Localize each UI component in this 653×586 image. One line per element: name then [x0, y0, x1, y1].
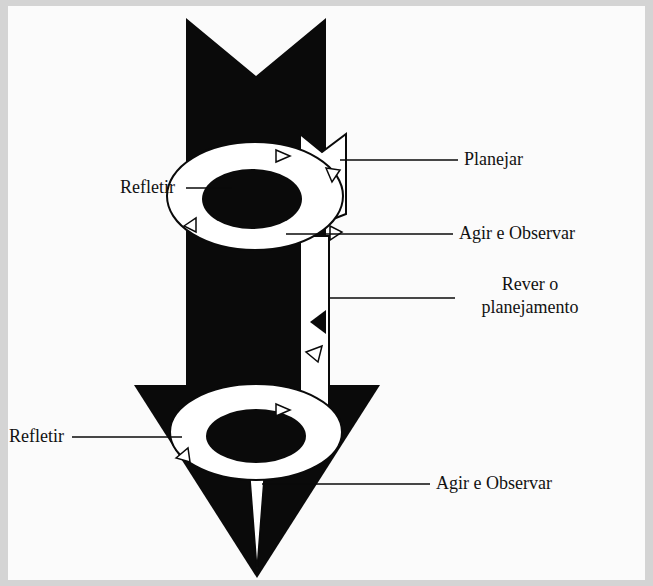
upper-ring-hole	[202, 169, 302, 229]
lower-ring-hole	[206, 409, 306, 463]
stage-label: Rever o planejamento	[462, 273, 598, 319]
band-arrow	[310, 310, 326, 334]
direction-marks	[176, 150, 342, 462]
stage-label: Refletir	[120, 176, 175, 199]
leader-lines	[72, 160, 458, 484]
stage-label: Agir e Observar	[436, 472, 552, 495]
replan-band	[300, 236, 329, 408]
stage-label: Agir e Observar	[459, 222, 575, 245]
stage-label: Planejar	[464, 148, 523, 171]
stage-label: Refletir	[9, 425, 64, 448]
arrow-head	[134, 385, 380, 578]
tip-band	[249, 466, 265, 570]
lower-ring	[170, 384, 342, 480]
page-ground	[8, 6, 645, 580]
